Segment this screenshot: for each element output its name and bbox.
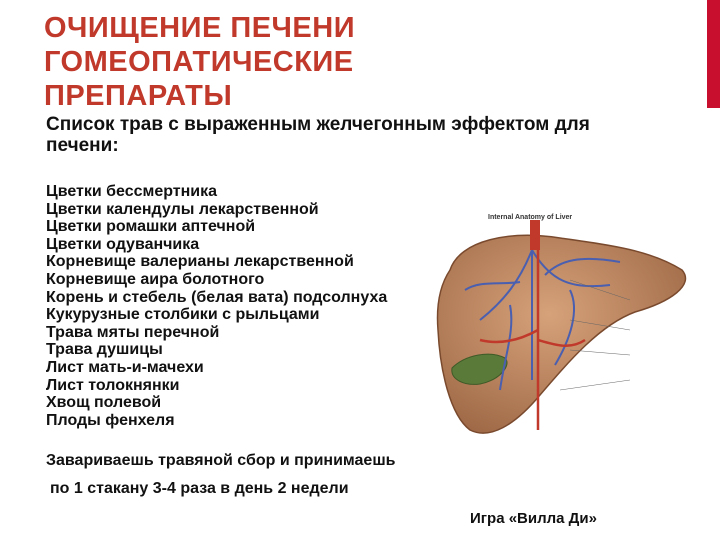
list-item: Плоды фенхеля xyxy=(46,411,175,429)
list-item: Кукурузные столбики с рыльцами xyxy=(46,306,320,324)
list-item: Цветки календулы лекарственной xyxy=(46,200,319,218)
credit: Игра «Вилла Ди» xyxy=(470,510,597,527)
title-line-3: ПРЕПАРАТЫ xyxy=(44,80,233,112)
liver-anatomy-icon xyxy=(436,220,687,434)
list-item: Корень и стебель (белая вата) подсолнуха xyxy=(46,288,388,306)
herb-list: Цветки бессмертника Цветки календулы лек… xyxy=(46,183,387,429)
subtitle: Список трав с выраженным желчегонным эфф… xyxy=(46,114,590,156)
title-line-1: ОЧИЩЕНИЕ ПЕЧЕНИ xyxy=(44,12,356,44)
list-item: Цветки одуванчика xyxy=(46,235,200,253)
instruction-line-1: Завариваешь травяной сбор и принимаешь xyxy=(46,452,396,469)
list-item: Цветки ромашки аптечной xyxy=(46,218,256,236)
list-item: Корневище аира болотного xyxy=(46,270,265,288)
accent-bar xyxy=(707,0,720,108)
page-title: ОЧИЩЕНИЕ ПЕЧЕНИ ГОМЕОПАТИЧЕСКИЕ ПРЕПАРАТ… xyxy=(44,11,684,113)
list-item: Трава душицы xyxy=(46,341,163,359)
list-item: Трава мяты перечной xyxy=(46,323,220,341)
list-item: Цветки бессмертника xyxy=(46,183,218,200)
title-line-2: ГОМЕОПАТИЧЕСКИЕ xyxy=(44,46,354,78)
list-item: Лист толокнянки xyxy=(46,376,180,394)
liver-figure: Internal Anatomy of Liver xyxy=(420,190,708,450)
list-item: Лист мать-и-мачехи xyxy=(46,358,204,376)
list-item: Хвощ полевой xyxy=(46,394,162,412)
figure-caption: Internal Anatomy of Liver xyxy=(488,214,573,221)
instruction-line-2: по 1 стакану 3-4 раза в день 2 недели xyxy=(50,480,349,497)
list-item: Корневище валерианы лекарственной xyxy=(46,253,354,271)
